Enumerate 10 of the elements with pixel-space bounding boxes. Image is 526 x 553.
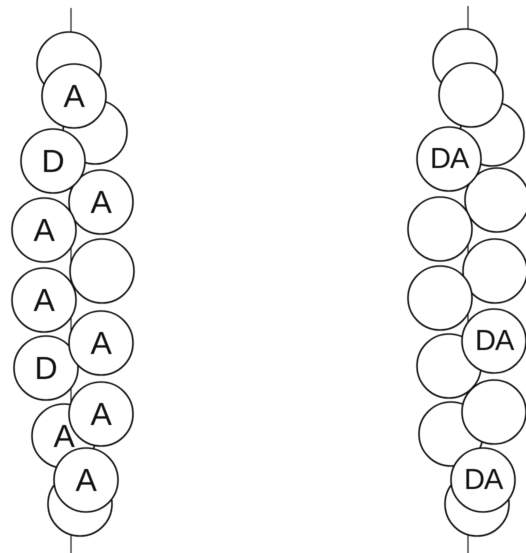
bead-letter: A: [34, 284, 55, 316]
bead-letter: D: [34, 352, 58, 384]
bead-letter: A: [76, 464, 97, 496]
bead-letter: A: [64, 80, 85, 112]
bead-letter: A: [90, 327, 112, 359]
bead-letter: A: [90, 398, 112, 430]
bead-letter: A: [54, 420, 75, 452]
bead-letter: A: [34, 214, 55, 246]
bead-letter: D: [42, 145, 65, 177]
bead-letter: A: [90, 186, 112, 218]
